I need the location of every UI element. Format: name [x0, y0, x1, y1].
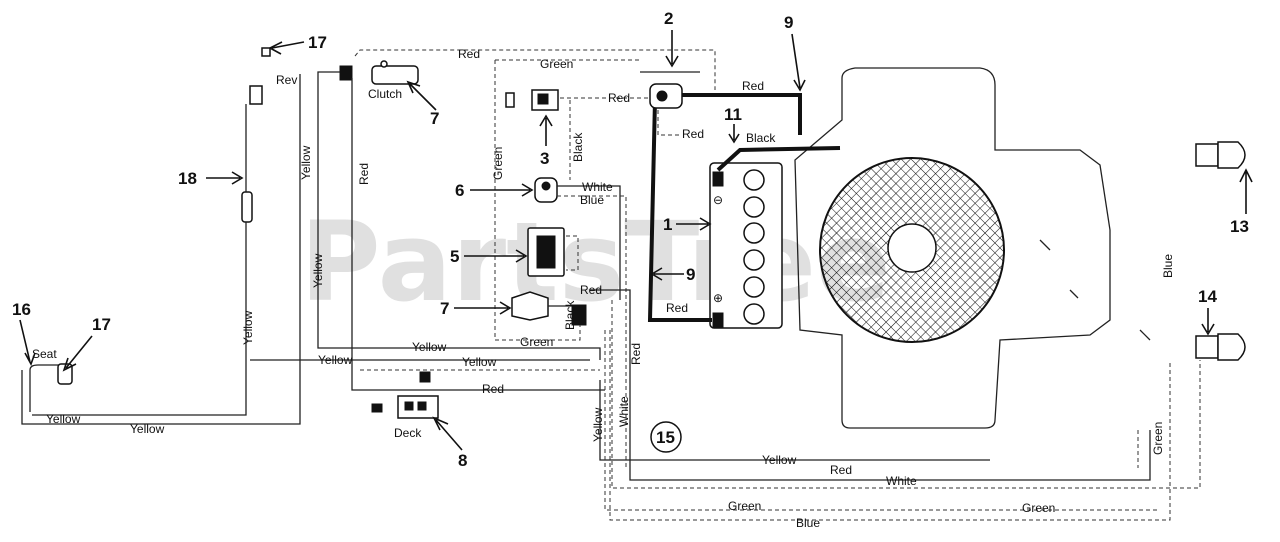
headlight-upper: [1195, 141, 1246, 169]
label-green-low: Green: [520, 335, 553, 349]
deck-switch: [371, 371, 439, 419]
callout-9-top: 9: [784, 13, 793, 32]
callout-18: 18: [178, 169, 197, 188]
label-deck: Deck: [394, 426, 422, 440]
callout-11: 11: [724, 105, 742, 124]
label-yellow-bottom-left: Yellow: [130, 422, 165, 436]
callout-14: 15: [656, 428, 675, 447]
fuse-block: [527, 227, 579, 277]
callout-9-mid: 9: [686, 265, 695, 284]
in-line-fuse: [241, 191, 253, 223]
wire-harness: [21, 49, 1201, 521]
label-yellow-18: Yellow: [241, 310, 255, 345]
headlight-lower: [1195, 333, 1246, 361]
callout-17: 17: [92, 315, 111, 334]
label-red-left: Red: [357, 163, 371, 185]
callout-12: 13: [1230, 217, 1249, 236]
label-blue-bot: Blue: [796, 516, 820, 530]
callout-16: 16: [12, 300, 31, 319]
seat-switch: [29, 363, 73, 412]
label-yellow-vert: Yellow: [591, 407, 605, 442]
component-labels: Rev Clutch Seat Deck: [32, 73, 422, 440]
label-yellow-mid1: Yellow: [412, 340, 447, 354]
label-white-vert: White: [617, 396, 631, 427]
label-red-box: Red: [682, 127, 704, 141]
callout-15: 17: [308, 33, 327, 52]
callout-3: 3: [540, 149, 549, 168]
label-blue-right: Blue: [1161, 254, 1175, 278]
label-yellow-mid2: Yellow: [318, 353, 353, 367]
label-green-right: Green: [1151, 422, 1165, 455]
label-green-left: Green: [491, 147, 505, 180]
label-yellow-mid3: Yellow: [462, 355, 497, 369]
callout-1: 1: [663, 215, 672, 234]
rev-switch: [249, 47, 271, 105]
label-red-bot: Red: [830, 463, 852, 477]
engine: [794, 67, 1151, 429]
label-clutch: Clutch: [368, 87, 402, 101]
label-white-6: White: [582, 180, 613, 194]
wire-labels: Red Green Red Red Red Black Black White …: [46, 47, 1175, 530]
svg-text:⊖: ⊖: [713, 193, 723, 207]
key-switch: [505, 89, 559, 111]
clutch-switch: [339, 60, 419, 85]
label-green-bot2: Green: [1022, 501, 1055, 515]
watermark-text: PartsTree: [300, 198, 891, 326]
label-green-bot1: Green: [728, 499, 761, 513]
label-black-3: Black: [571, 132, 585, 162]
label-white-bot: White: [886, 474, 917, 488]
battery-cable-black: [716, 146, 841, 172]
label-red-9-low: Red: [666, 301, 688, 315]
callout-4: 5: [450, 247, 459, 266]
label-seat: Seat: [32, 347, 57, 361]
connector-black: [571, 304, 587, 326]
label-red-9: Red: [742, 79, 764, 93]
callout-8: 8: [458, 451, 467, 470]
callout-14-circle: [650, 421, 682, 453]
label-yellow-left: Yellow: [299, 145, 313, 180]
light-switch: [511, 291, 549, 321]
ignition-switch: [534, 177, 558, 203]
svg-text:⊕: ⊕: [713, 291, 723, 305]
callouts: 2 9 11 3 6 5 7 1 9 7 17 18 16 17 8 15 13: [12, 9, 1253, 470]
label-red-2: Red: [608, 91, 630, 105]
callout-13: 14: [1198, 287, 1217, 306]
label-black-11: Black: [746, 131, 776, 145]
label-red-vert: Red: [629, 343, 643, 365]
solenoid: [640, 71, 700, 136]
flywheel-screen: [819, 157, 1005, 343]
callout-2: 2: [664, 9, 673, 28]
label-blue-6: Blue: [580, 193, 604, 207]
label-yellow-mid-v: Yellow: [311, 253, 325, 288]
callout-5: 7: [440, 299, 449, 318]
label-red-top: Red: [458, 47, 480, 61]
label-yellow-bot: Yellow: [762, 453, 797, 467]
label-black-5: Black: [563, 300, 577, 330]
label-rev: Rev: [276, 73, 297, 87]
label-yellow-seat: Yellow: [46, 412, 81, 426]
label-red-5: Red: [580, 283, 602, 297]
callout-6: 6: [455, 181, 464, 200]
label-red-mid: Red: [482, 382, 504, 396]
label-green-top: Green: [540, 57, 573, 71]
battery: ⊖ ⊕: [709, 162, 783, 329]
callout-7: 7: [430, 109, 439, 128]
